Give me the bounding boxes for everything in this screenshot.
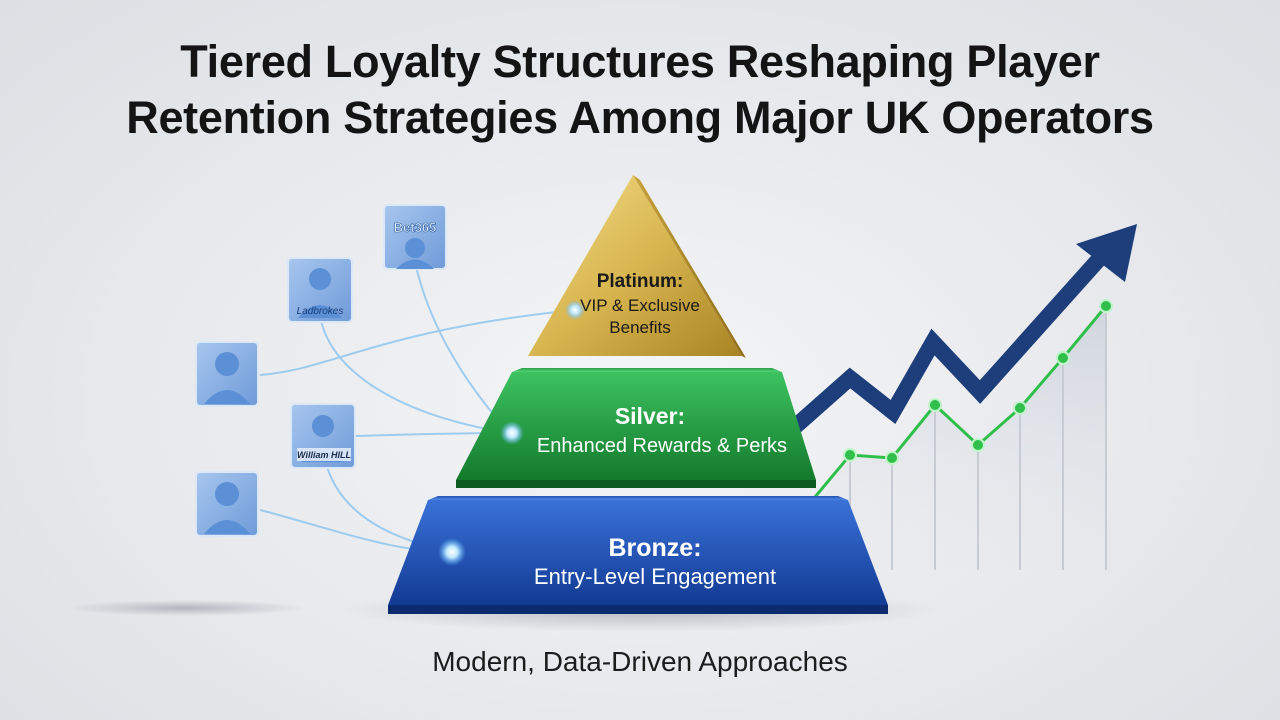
operator-card-ladbrokes: Ladbrokes [287,257,353,323]
connector-line [319,314,511,434]
bronze-tier-front [388,500,888,605]
chart-point [1013,401,1027,415]
tier-bronze: Bronze: Entry-Level Engagement [388,496,888,614]
user-icon [309,268,331,290]
operator-label-ladbrokes: Ladbrokes [297,306,344,317]
operator-card-generic-2 [195,471,259,537]
glow-node [500,421,524,445]
chart-point [843,448,857,462]
operator-label-bet365: Bet365 [394,220,437,235]
glow-node [565,300,585,320]
bronze-tier-name: Bronze: [608,534,701,562]
growth-chart [774,224,1137,570]
silver-tier-description: Enhanced Rewards & Perks [537,435,787,457]
chart-point [1099,299,1113,313]
operator-card-generic-1 [195,341,259,407]
silver-tier-base [456,480,816,488]
platinum-tier-name: Platinum: [597,271,684,292]
silver-tier-top [512,368,782,372]
chart-point [1056,351,1070,365]
green-trend-line [813,305,1108,498]
silver-tier-front [456,372,816,480]
connector-line [259,309,576,376]
bronze-tier-base [388,605,888,614]
platinum-tier-description-line-1: VIP & Exclusive [580,296,700,315]
bronze-tier-top [428,496,848,500]
floor-shadow [65,600,305,616]
platinum-tier-side [633,175,746,358]
chart-point [971,438,985,452]
bronze-tier-description: Entry-Level Engagement [534,564,776,589]
user-icon [405,238,425,258]
upward-trend-arrow-icon [774,252,1106,446]
platinum-tier-description-line-2: Benefits [609,318,670,337]
chart-point [885,451,899,465]
operator-card-william-hill: William HILL [290,403,356,469]
chart-point [928,398,942,412]
silver-tier-name: Silver: [615,403,685,429]
page-title-line-1: Tiered Loyalty Structures Reshaping Play… [180,36,1100,87]
operator-label-william-hill: William HILL [297,450,351,460]
tier-silver: Silver: Enhanced Rewards & Perks [456,368,816,488]
user-icon [312,415,334,437]
user-icon [215,482,239,506]
page-title-line-2: Retention Strategies Among Major UK Oper… [126,92,1154,143]
trend-arrowhead-icon [1076,224,1137,282]
subtitle: Modern, Data-Driven Approaches [432,646,848,677]
tier-platinum: Platinum: VIP & Exclusive Benefits [528,175,746,358]
user-icon [215,352,239,376]
operator-card-bet365: Bet365 [383,204,447,270]
glow-node [438,538,466,566]
